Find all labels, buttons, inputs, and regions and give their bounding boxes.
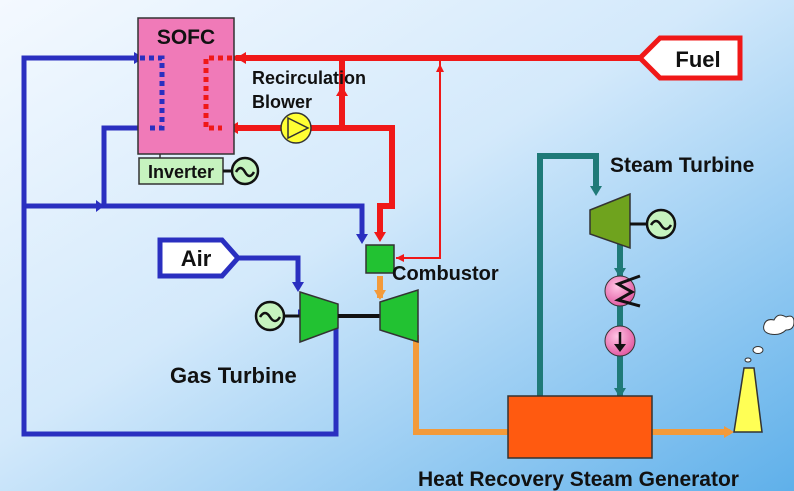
fuel-tag bbox=[636, 35, 743, 81]
gas-turbine-label: Gas Turbine bbox=[170, 363, 297, 388]
generator-tilde-icon bbox=[645, 208, 677, 240]
fuel-bypass-line bbox=[396, 58, 441, 259]
sofc-cathode-dotted-over bbox=[140, 55, 165, 131]
sofc-anode-dotted-over bbox=[203, 55, 232, 131]
combustor-box bbox=[365, 244, 395, 274]
chimney-stack-icon bbox=[733, 367, 763, 433]
combustor-label: Combustor bbox=[392, 263, 499, 285]
sofc-label: SOFC bbox=[157, 26, 215, 49]
generator-tilde-icon bbox=[254, 300, 286, 332]
anode-exhaust-line bbox=[342, 125, 395, 234]
hrsg-block bbox=[507, 395, 653, 459]
smoke-cloud-icon bbox=[744, 314, 794, 363]
steam-supply-line bbox=[537, 153, 599, 396]
compressor-shape bbox=[299, 290, 339, 344]
sofc-block bbox=[137, 17, 235, 155]
steam-turbine-label: Steam Turbine bbox=[610, 154, 754, 177]
gas-turbine-shape bbox=[379, 288, 419, 344]
air-label: Air bbox=[181, 246, 212, 271]
recirculation-label-1: Recirculation bbox=[252, 68, 366, 88]
pump-triangle-icon bbox=[280, 112, 312, 144]
generator-tilde-icon bbox=[230, 156, 260, 186]
air-tag bbox=[157, 237, 242, 279]
condenser-icon bbox=[604, 274, 641, 308]
air-inlet-line bbox=[238, 255, 301, 286]
inverter-label: Inverter bbox=[148, 162, 214, 182]
fuel-label: Fuel bbox=[675, 47, 720, 72]
feed-pump-arrow-icon bbox=[604, 325, 636, 357]
steam-turbine-shape bbox=[589, 192, 631, 250]
exhaust-arrows bbox=[374, 290, 734, 438]
hrsg-label: Heat Recovery Steam Generator bbox=[418, 468, 739, 491]
fuel-lines bbox=[228, 55, 640, 259]
air-arrows bbox=[96, 52, 368, 292]
fuel-arrows bbox=[228, 52, 444, 262]
steam-arrows bbox=[590, 186, 626, 398]
recirculation-label-2: Blower bbox=[252, 92, 312, 112]
inverter-box bbox=[138, 157, 224, 185]
